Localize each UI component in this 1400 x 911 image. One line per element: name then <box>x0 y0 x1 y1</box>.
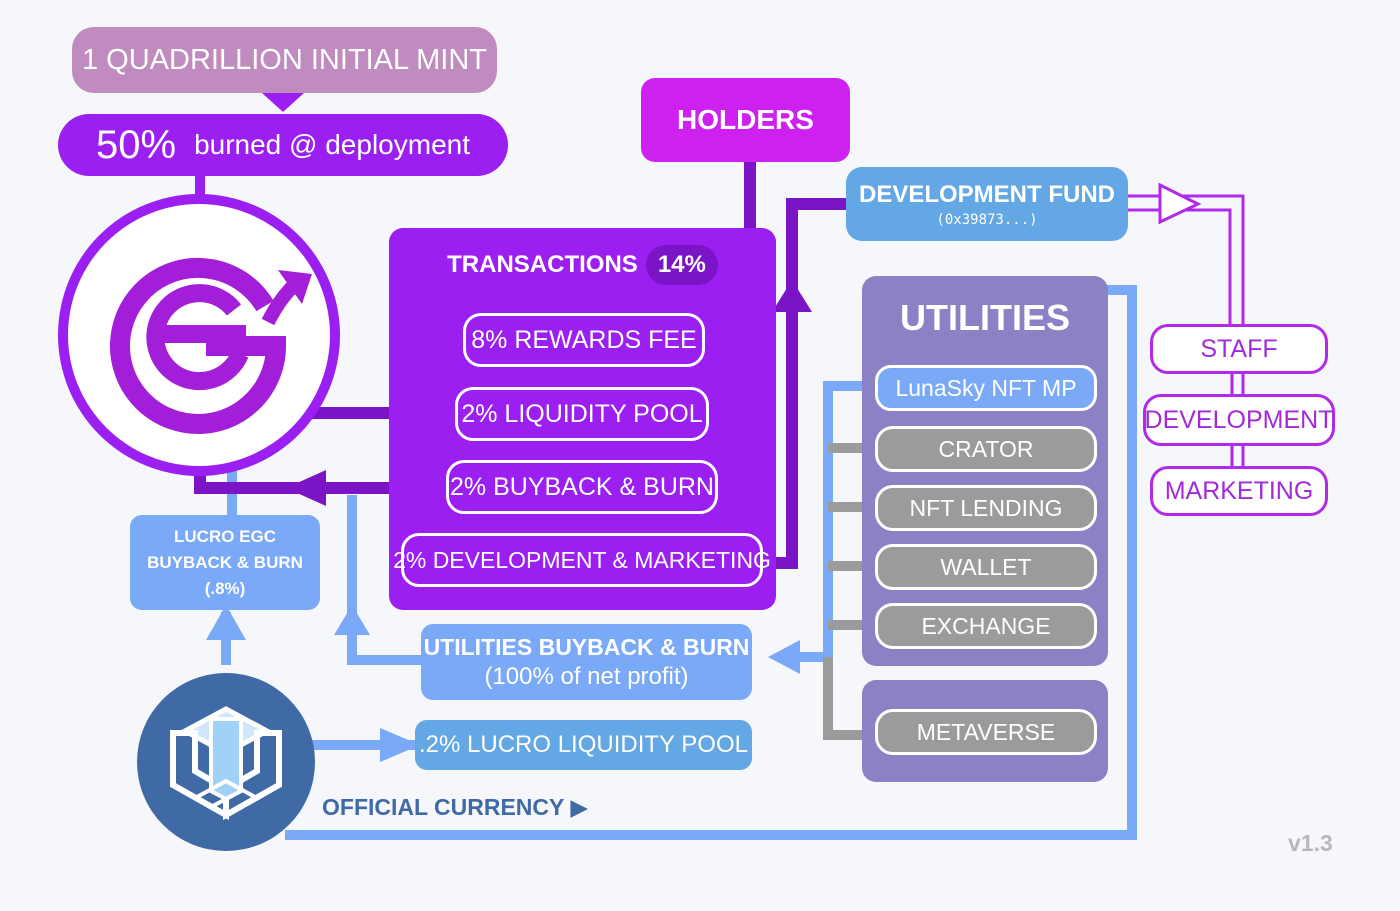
rewards-fee-label: 8% REWARDS FEE <box>471 325 697 354</box>
transactions-badge: 14% <box>645 245 718 285</box>
burn-label: burned @ deployment <box>194 129 470 160</box>
rewards-fee-pill: 8% REWARDS FEE <box>463 313 705 367</box>
utility-item-wallet: WALLET <box>875 544 1097 590</box>
buyback-burn-pill: 2% BUYBACK & BURN <box>446 460 718 514</box>
lucro-buyback-line1: LUCRO EGC <box>174 526 276 546</box>
lucro-buyback-line3: (.8%) <box>204 578 246 598</box>
lucro-liquidity-pool-box: .2% LUCRO LIQUIDITY POOL <box>415 720 752 770</box>
utilities-buyback-subtitle: (100% of net profit) <box>484 662 689 690</box>
egc-logo <box>58 194 340 476</box>
development-fund-box: DEVELOPMENT FUND (0x39873...) <box>846 167 1128 241</box>
dev-marketing-label: 2% DEVELOPMENT & MARKETING <box>393 546 771 573</box>
burn-deployment-box: 50% burned @ deployment <box>58 114 508 176</box>
holders-box: HOLDERS <box>641 78 850 162</box>
buyback-burn-label: 2% BUYBACK & BURN <box>450 472 714 501</box>
version-label: v1.3 <box>1288 830 1333 856</box>
utility-item-lunasky: LunaSky NFT MP <box>875 365 1097 411</box>
utility-item-exchange-label: EXCHANGE <box>921 612 1051 639</box>
department-staff: STAFF <box>1150 324 1328 374</box>
initial-mint-label: 1 QUADRILLION INITIAL MINT <box>82 43 487 76</box>
dev-marketing-pill: 2% DEVELOPMENT & MARKETING <box>393 533 771 587</box>
development-fund-title: DEVELOPMENT FUND <box>858 180 1115 208</box>
lucro-buyback-box: LUCRO EGC BUYBACK & BURN (.8%) <box>130 515 320 610</box>
utility-item-crator-label: CRATOR <box>938 435 1034 462</box>
department-marketing-label: MARKETING <box>1164 476 1314 505</box>
liquidity-pool-pill: 2% LIQUIDITY POOL <box>455 387 709 441</box>
utility-item-metaverse-label: METAVERSE <box>916 718 1056 745</box>
department-marketing: MARKETING <box>1150 466 1328 516</box>
department-development-label: DEVELOPMENT <box>1144 405 1334 434</box>
utility-item-exchange: EXCHANGE <box>875 603 1097 649</box>
initial-mint-box: 1 QUADRILLION INITIAL MINT <box>72 27 497 93</box>
department-staff-label: STAFF <box>1200 334 1278 363</box>
lucro-liquidity-pool-label: .2% LUCRO LIQUIDITY POOL <box>419 731 748 758</box>
utilities-buyback-title: UTILITIES BUYBACK & BURN <box>423 633 750 660</box>
utility-item-metaverse: METAVERSE <box>875 709 1097 755</box>
liquidity-pool-label: 2% LIQUIDITY POOL <box>461 399 703 428</box>
utility-item-crator: CRATOR <box>875 426 1097 472</box>
egc-logo-icon <box>110 257 312 434</box>
lucro-logo <box>137 673 315 851</box>
transactions-title-text: TRANSACTIONS <box>447 251 638 278</box>
transactions-title: TRANSACTIONS 14% <box>389 244 776 286</box>
lucro-buyback-line2: BUYBACK & BURN <box>147 552 303 572</box>
utility-item-nft-lending: NFT LENDING <box>875 485 1097 531</box>
utilities-title-text: UTILITIES <box>900 297 1070 338</box>
utilities-title: UTILITIES <box>862 296 1108 340</box>
department-development: DEVELOPMENT <box>1143 394 1335 446</box>
lucro-cube-icon <box>170 706 282 821</box>
development-fund-address: (0x39873...) <box>936 211 1038 228</box>
holders-label: HOLDERS <box>677 104 814 135</box>
official-currency-label: OFFICIAL CURRENCY ▶ <box>322 794 589 820</box>
utility-item-wallet-label: WALLET <box>940 553 1032 580</box>
utility-item-nft-lending-label: NFT LENDING <box>909 494 1063 521</box>
utilities-buyback-box: UTILITIES BUYBACK & BURN (100% of net pr… <box>421 624 752 700</box>
utility-item-lunasky-label: LunaSky NFT MP <box>895 374 1077 401</box>
burn-percent: 50% <box>96 122 177 167</box>
